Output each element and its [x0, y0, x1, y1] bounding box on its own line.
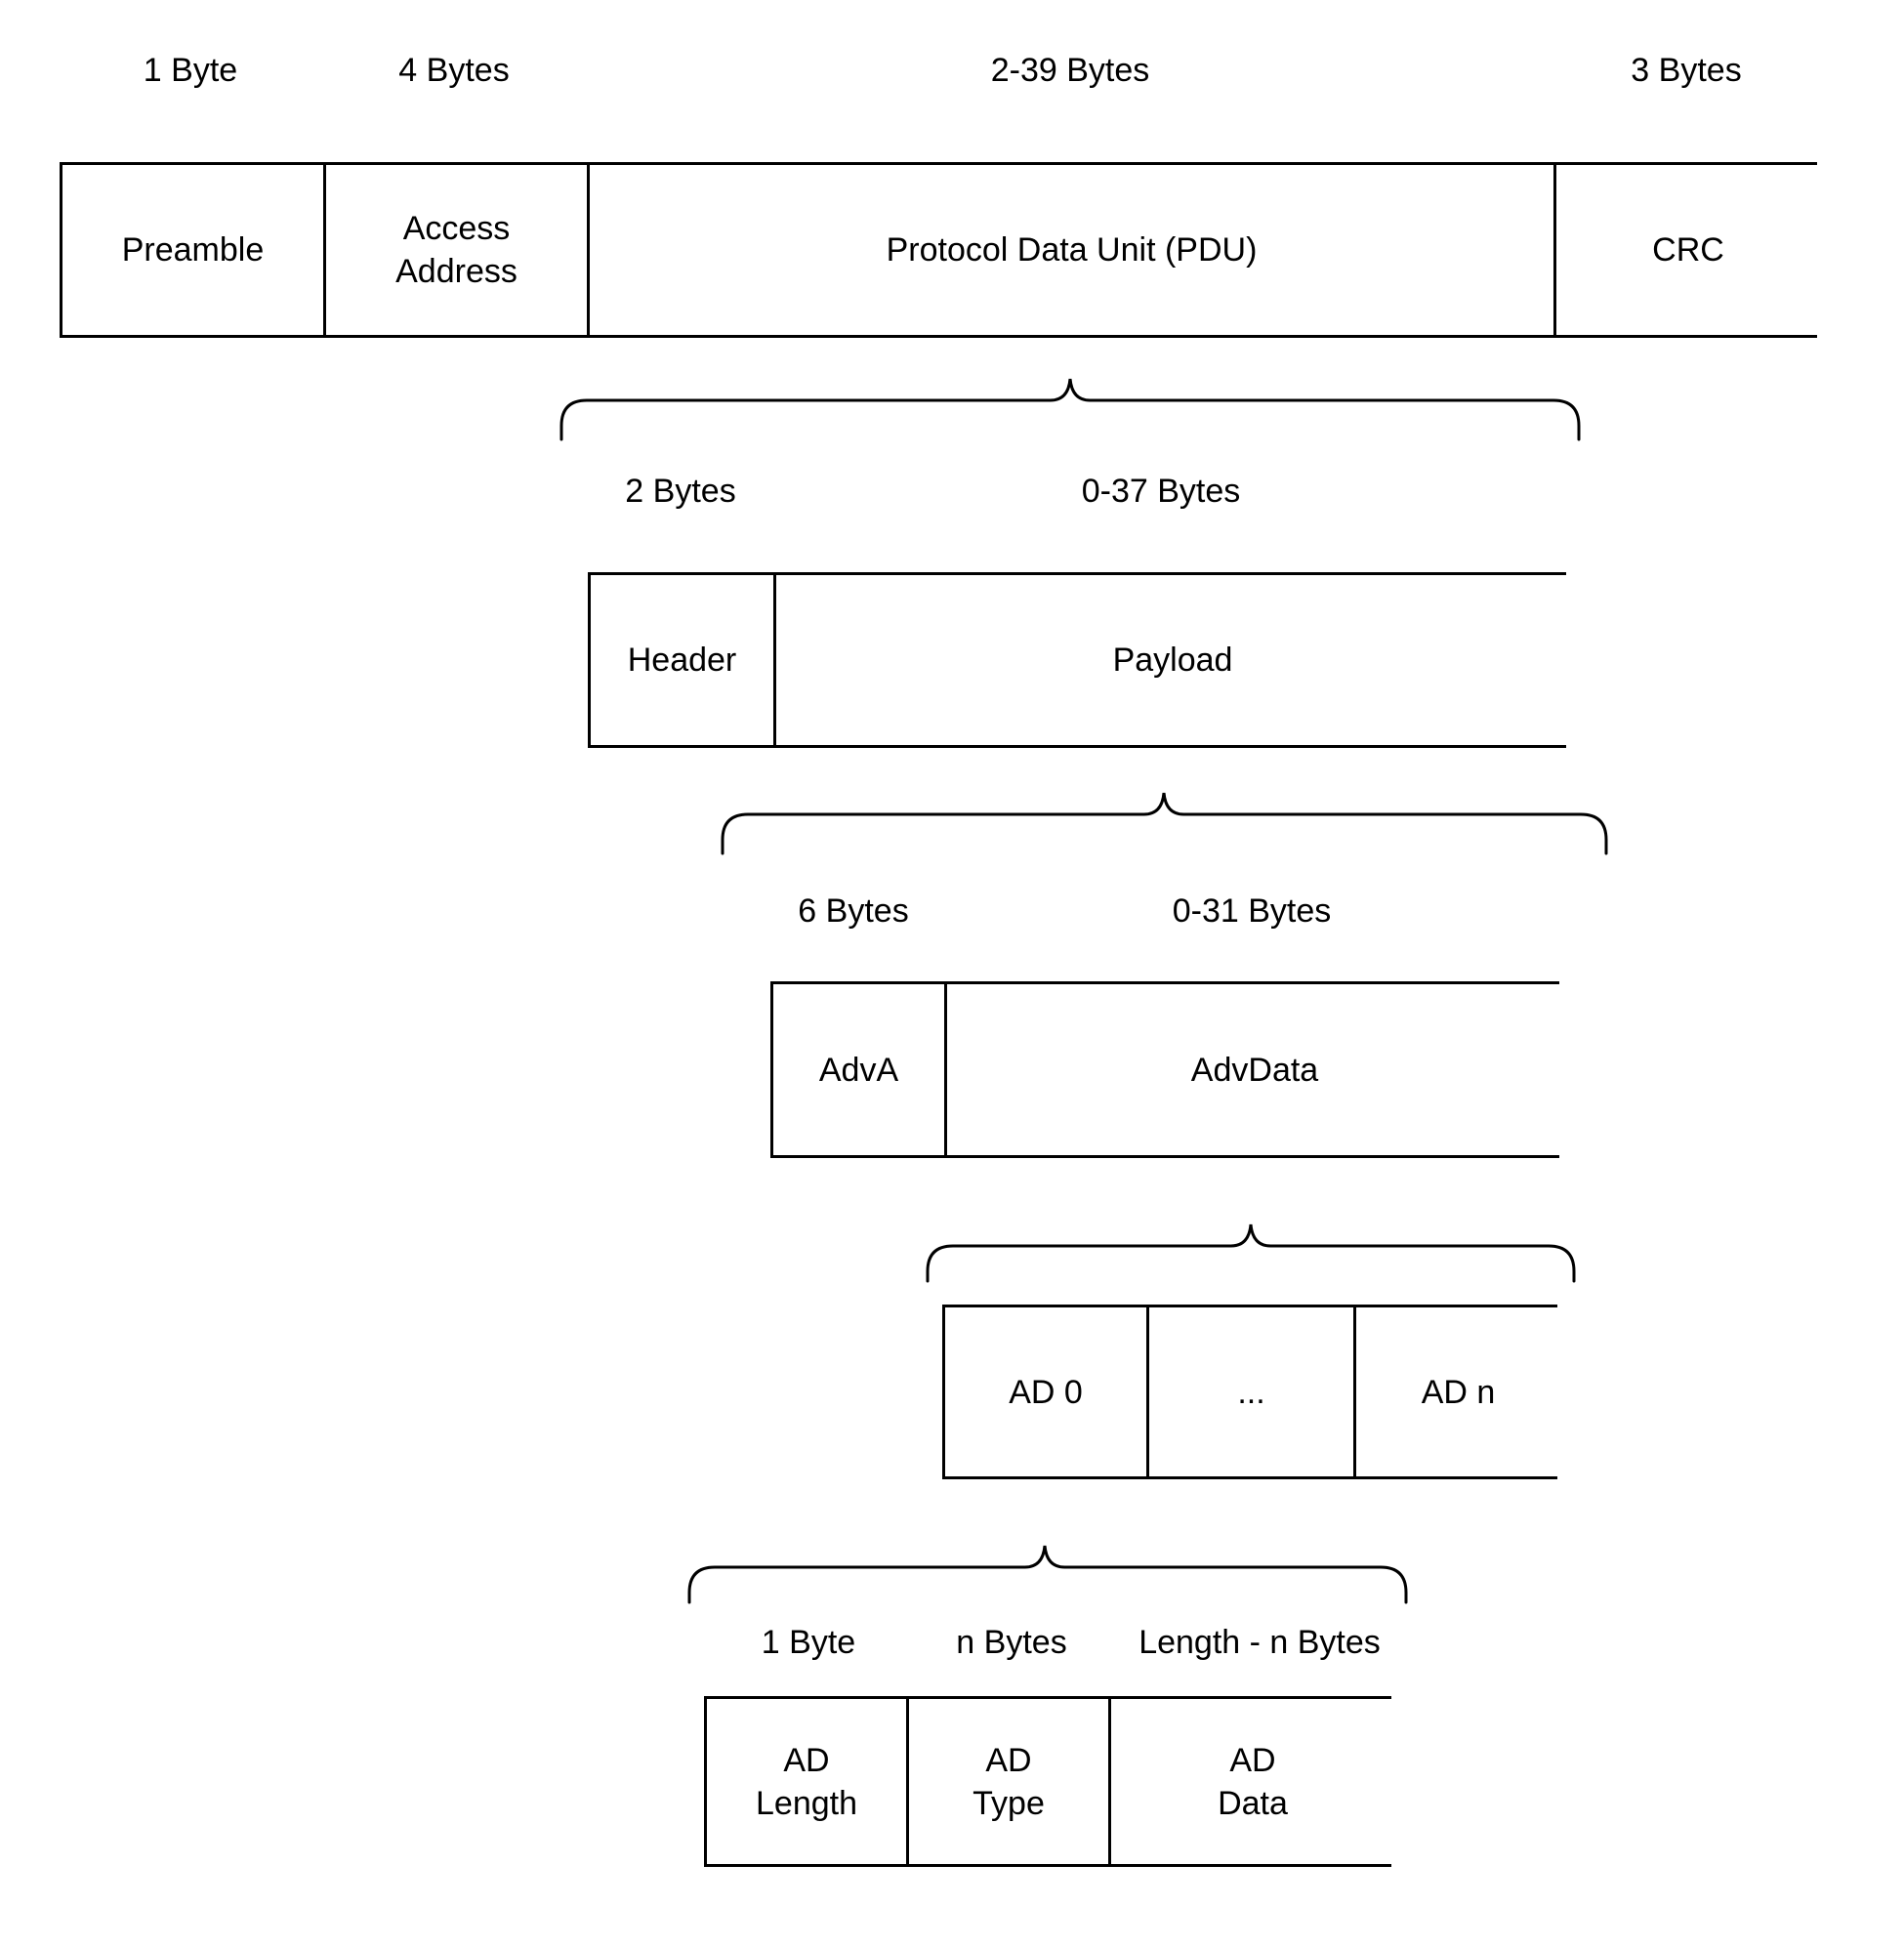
field-row-advdata: AD 0... AD n	[942, 1305, 1560, 1479]
field-box-label: AD 0	[1009, 1373, 1083, 1411]
field-box-crc: CRC	[1556, 165, 1820, 335]
brace-path	[926, 1223, 1576, 1283]
field-box-ad-0: AD 0	[945, 1307, 1149, 1476]
field-box-cell: ...	[1149, 1307, 1356, 1476]
size-label-link-layer-packet-1-byte: 1 Byte	[143, 52, 238, 89]
size-label-link-layer-packet-2-39-bytes: 2-39 Bytes	[990, 52, 1150, 89]
field-box-adva: AdvA	[773, 984, 947, 1155]
size-label-pdu-0-37-bytes: 0-37 Bytes	[1081, 473, 1241, 510]
brace-ad-structure	[678, 1534, 1418, 1614]
size-label-link-layer-packet-4-bytes: 4 Bytes	[398, 52, 510, 89]
field-box-advdata: AdvData	[947, 984, 1562, 1155]
size-label-ad-structure-1-byte: 1 Byte	[761, 1624, 856, 1661]
field-box-protocol-data-unit-pdu: Protocol Data Unit (PDU)	[590, 165, 1556, 335]
brace-path	[721, 792, 1608, 855]
brace-path	[687, 1545, 1408, 1604]
field-box-label: Preamble	[121, 231, 265, 269]
field-box-header: Header	[591, 575, 776, 745]
field-box-label: Payload	[1112, 642, 1233, 679]
size-label-pdu-2-bytes: 2 Bytes	[625, 473, 736, 510]
field-row-payload: AdvA AdvData	[770, 981, 1562, 1158]
field-box-label: ...	[1237, 1373, 1265, 1411]
size-label-payload-6-bytes: 6 Bytes	[798, 892, 909, 930]
size-label-ad-structure-n-bytes: n Bytes	[956, 1624, 1067, 1661]
field-box-preamble: Preamble	[62, 165, 326, 335]
brace-advdata	[916, 1213, 1586, 1293]
field-box-label: AD n	[1421, 1373, 1496, 1411]
field-row-pdu: Header Payload	[588, 572, 1569, 748]
brace-payload	[711, 781, 1618, 865]
field-box-label: AdvA	[818, 1051, 899, 1089]
field-box-label: Header	[627, 642, 737, 679]
field-box-label: Protocol Data Unit (PDU)	[886, 231, 1258, 269]
size-label-payload-0-31-bytes: 0-31 Bytes	[1172, 892, 1332, 930]
brace-pdu	[550, 367, 1591, 451]
field-box-ad-n: AD n	[1356, 1307, 1560, 1476]
size-label-link-layer-packet-3-bytes: 3 Bytes	[1631, 52, 1742, 89]
size-label-ad-structure-length-n-bytes: Length - n Bytes	[1138, 1624, 1381, 1661]
field-box-payload: Payload	[776, 575, 1569, 745]
field-box-label: CRC	[1652, 231, 1724, 269]
field-box-label: AdvData	[1190, 1051, 1319, 1089]
brace-path	[559, 378, 1581, 441]
